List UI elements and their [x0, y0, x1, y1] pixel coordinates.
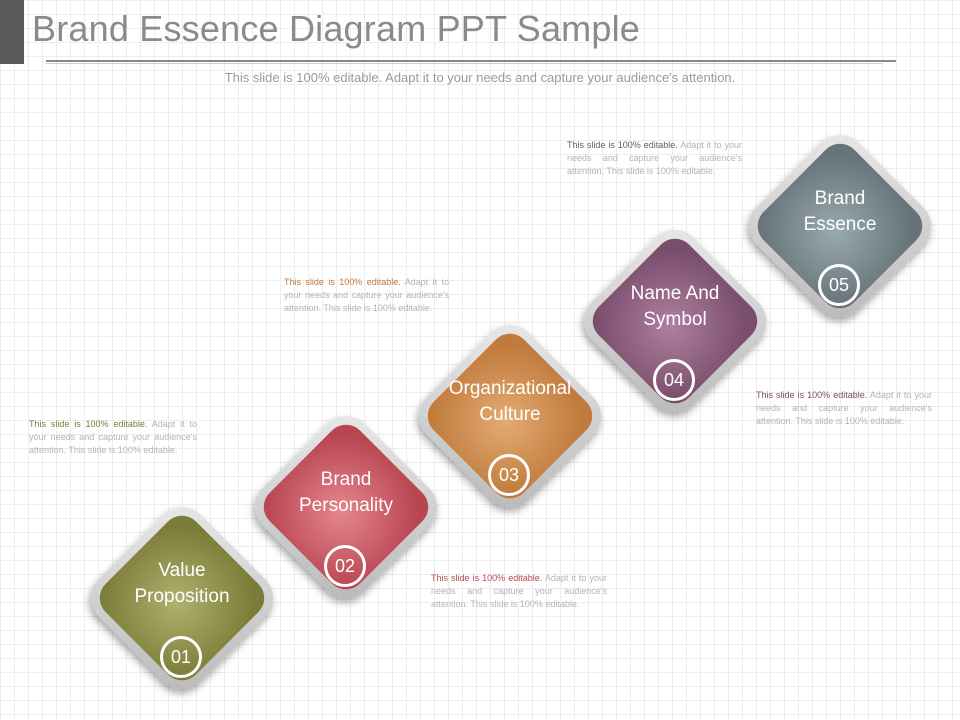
step-organizational-culture: Organizational Culture 03 [408, 314, 612, 518]
step-value-proposition: Value Proposition 01 [80, 496, 284, 700]
step-label-line: Value [158, 560, 206, 581]
page-subtitle: This slide is 100% editable. Adapt it to… [224, 70, 736, 85]
step-number-badge: 03 [488, 454, 530, 496]
step-number-badge: 01 [160, 636, 202, 678]
step-label-line: Proposition [134, 586, 230, 607]
step-label-line: Culture [479, 404, 541, 425]
note-lead: This slide is 100% editable. [567, 140, 678, 150]
note-lead: This slide is 100% editable. [284, 277, 401, 287]
step-number-badge: 02 [324, 545, 366, 587]
note-body: Adapt it to your needs and capture your … [567, 140, 742, 176]
step-label-line: Symbol [643, 309, 707, 330]
note-brand-essence: This slide is 100% editable. Adapt it to… [567, 139, 742, 178]
title-divider [46, 60, 896, 62]
step-brand-personality: Brand Personality 02 [244, 405, 448, 609]
note-name-and-symbol: This slide is 100% editable. Adapt it to… [756, 389, 932, 428]
step-label: Name And Symbol [595, 281, 755, 333]
note-body: Adapt it to your needs and capture your … [756, 390, 932, 426]
note-lead: This slide is 100% editable. [29, 419, 148, 429]
note-body: Adapt it to your needs and capture your … [284, 277, 450, 313]
step-label-line: Brand [320, 469, 372, 490]
note-value-proposition: This slide is 100% editable. Adapt it to… [29, 418, 197, 457]
note-brand-personality: This slide is 100% editable. Adapt it to… [431, 572, 607, 611]
note-body: Adapt it to your needs and capture your … [431, 573, 607, 609]
note-organizational-culture: This slide is 100% editable. Adapt it to… [284, 276, 449, 315]
title-accent-bar [0, 0, 24, 64]
step-label-line: Name And [630, 283, 720, 304]
step-label: Value Proposition [102, 558, 262, 610]
step-number-badge: 04 [653, 359, 695, 401]
title-divider-secondary [46, 63, 882, 64]
page-title: Brand Essence Diagram PPT Sample [32, 8, 641, 49]
step-label: Brand Essence [760, 186, 920, 238]
step-brand-essence: Brand Essence 05 [738, 124, 942, 328]
step-label-line: Essence [803, 214, 877, 235]
note-body: Adapt it to your needs and capture your … [29, 419, 197, 455]
step-label-line: Personality [299, 495, 393, 516]
note-lead: This slide is 100% editable. [756, 390, 868, 400]
step-name-and-symbol: Name And Symbol 04 [573, 219, 777, 423]
note-lead: This slide is 100% editable. [431, 573, 543, 583]
step-label: Brand Personality [266, 467, 426, 519]
step-number-badge: 05 [818, 264, 860, 306]
step-label: Organizational Culture [430, 376, 590, 428]
step-label-line: Brand [814, 188, 866, 209]
step-label-line: Organizational [448, 378, 572, 399]
